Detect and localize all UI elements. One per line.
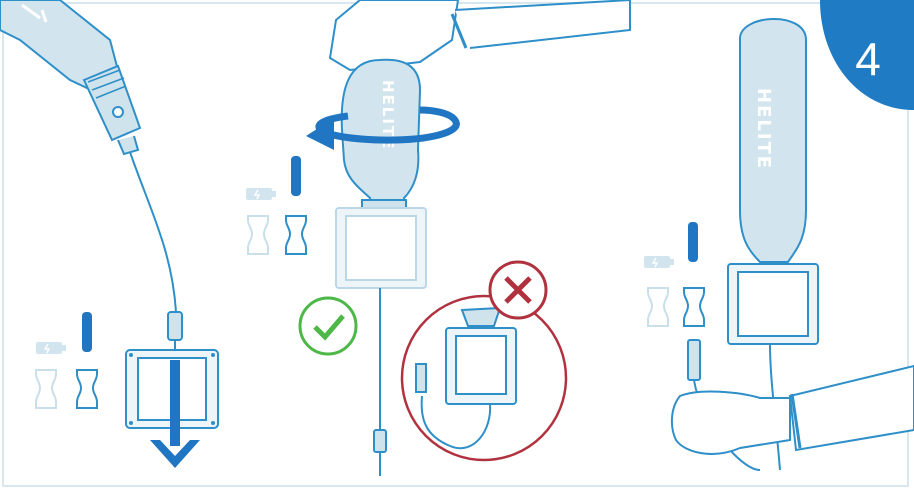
- step-number: 4: [838, 32, 898, 86]
- brand-logo-large: HELITE: [753, 88, 774, 170]
- scene-detach-cartridge: [0, 0, 218, 468]
- cross-circle-icon: [490, 262, 546, 318]
- scene-screw-bottle: HELITE: [246, 0, 630, 476]
- wrong-example: [402, 296, 566, 460]
- check-circle-icon: [300, 298, 356, 354]
